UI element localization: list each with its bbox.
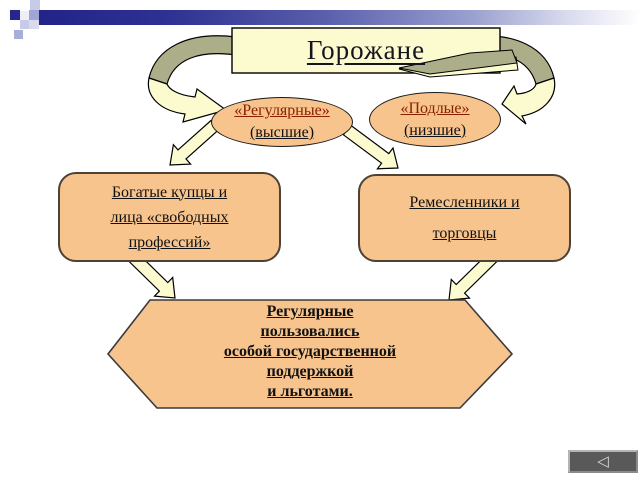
- decor-square: [20, 20, 29, 29]
- decor-square: [29, 20, 39, 29]
- page-title: Горожане: [232, 28, 500, 73]
- node-artisans-line2: торговцы: [432, 225, 497, 242]
- conclusion-line3: особой государственной: [223, 343, 397, 360]
- conclusion-text: Регулярные пользовались особой государст…: [150, 302, 470, 402]
- curved-arrow-left-olive: [148, 35, 237, 85]
- conclusion-line5: и льготами.: [267, 383, 353, 400]
- node-regular-line2: (высшие): [249, 124, 315, 141]
- decor-square: [10, 10, 20, 20]
- conclusion-hexagon: [106, 299, 514, 409]
- top-gradient-bar: [39, 10, 640, 25]
- decor-square: [30, 0, 40, 10]
- decor-square: [20, 11, 29, 20]
- node-merchants-line3: профессий»: [128, 233, 211, 251]
- node-regular: «Регулярные» (высшие): [211, 97, 353, 147]
- node-podlye-line1: «Подлые»: [400, 99, 470, 117]
- node-merchants-line2: лица «свободных: [110, 208, 229, 226]
- conclusion-line4: поддержкой: [266, 363, 354, 380]
- conclusion-line2: пользовались: [260, 323, 360, 340]
- node-regular-line1: «Регулярные»: [234, 102, 330, 119]
- node-merchants-line1: Богатые купцы и: [111, 183, 228, 201]
- arrow-to-artisans: [342, 124, 399, 170]
- node-artisans: Ремесленники и торговцы: [358, 174, 571, 262]
- node-podlye-line2: (низшие): [403, 121, 467, 139]
- page-title-label: Горожане: [306, 35, 426, 65]
- node-artisans-line1: Ремесленники и: [409, 194, 520, 211]
- conclusion-line1: Регулярные: [266, 303, 354, 320]
- decor-square: [29, 10, 39, 20]
- decor-square: [14, 30, 23, 39]
- node-merchants: Богатые купцы и лица «свободных професси…: [58, 172, 281, 262]
- back-button[interactable]: ◁: [568, 450, 638, 473]
- node-podlye: «Подлые» (низшие): [369, 92, 501, 147]
- title-fold-olive: [398, 49, 518, 75]
- curved-arrow-right-head: [501, 77, 556, 125]
- back-icon: ◁: [597, 452, 609, 470]
- arrow-regular-to-merchants: [169, 119, 220, 166]
